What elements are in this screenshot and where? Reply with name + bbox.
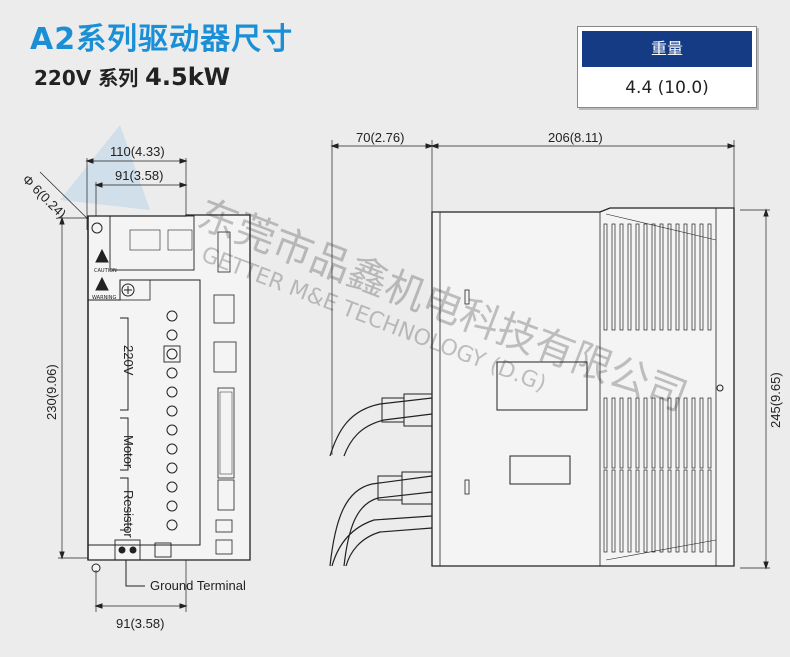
vent-slots [603, 223, 712, 553]
vent-slot [611, 397, 616, 469]
vent-slot [699, 397, 704, 469]
vent-slot [659, 223, 664, 331]
vent-slot [635, 469, 640, 553]
vent-slot [611, 469, 616, 553]
ground-terminal-label: Ground Terminal [150, 578, 246, 593]
vent-slot [643, 469, 648, 553]
dim-side-depth: 206(8.11) [548, 130, 603, 145]
page-subtitle: 220V 系列 4.5kW [34, 62, 230, 91]
vent-slot [659, 469, 664, 553]
vent-slot [699, 469, 704, 553]
subtitle-power: 4.5kW [145, 63, 231, 91]
vent-slot [643, 397, 648, 469]
vent-slot [603, 223, 608, 331]
terminal-label-220v: 220V [121, 345, 136, 376]
dim-inner-width: 91(3.58) [115, 168, 163, 183]
terminal-label-resistor: Resistor [121, 490, 136, 538]
vent-slot [699, 223, 704, 331]
dim-side-depth-front: 70(2.76) [356, 130, 404, 145]
vent-slot [603, 469, 608, 553]
vent-slot [683, 223, 688, 331]
side-view [329, 140, 770, 570]
vent-slot [691, 397, 696, 469]
vent-slot [675, 469, 680, 553]
vent-slot [627, 223, 632, 331]
vent-slot [683, 397, 688, 469]
vent-slot [675, 397, 680, 469]
vent-slot [603, 397, 608, 469]
vent-slot [707, 223, 712, 331]
vent-slot [691, 469, 696, 553]
vent-slot [619, 223, 624, 331]
vent-slot [619, 397, 624, 469]
vent-slot [683, 469, 688, 553]
dim-side-height: 245(9.65) [768, 372, 783, 428]
vent-slot [627, 469, 632, 553]
decor-triangle [60, 125, 150, 210]
weight-header: 重量 [582, 31, 752, 67]
warning-label: WARNING [92, 295, 117, 301]
vent-slot [627, 397, 632, 469]
vent-slot [691, 223, 696, 331]
vent-slot [635, 223, 640, 331]
dim-bottom-width: 91(3.58) [116, 616, 164, 631]
vent-slot [651, 397, 656, 469]
weight-value: 4.4 (10.0) [625, 78, 709, 98]
vent-slot [619, 469, 624, 553]
vent-slot [635, 397, 640, 469]
terminal-label-motor: Motor [121, 435, 136, 469]
page-title: A2系列驱动器尺寸 [30, 22, 294, 57]
vent-slot [651, 223, 656, 331]
dim-front-height: 230(9.06) [44, 364, 59, 420]
weight-box: 重量 4.4 (10.0) [577, 26, 757, 108]
front-view [39, 158, 251, 612]
dim-hole: Φ 6(0.24) [19, 172, 69, 222]
vent-slot [667, 223, 672, 331]
vent-slot [651, 469, 656, 553]
vent-slot [675, 223, 680, 331]
vent-slot [667, 397, 672, 469]
vent-slot [707, 397, 712, 469]
subtitle-series: 220V 系列 [34, 66, 139, 90]
dim-top-width: 110(4.33) [110, 144, 165, 159]
vent-slot [659, 397, 664, 469]
terminal-screws [166, 310, 178, 531]
vent-slot [643, 223, 648, 331]
vent-slot [667, 469, 672, 553]
caution-label: CAUTION [94, 268, 117, 274]
vent-slot [611, 223, 616, 331]
vent-slot [707, 469, 712, 553]
